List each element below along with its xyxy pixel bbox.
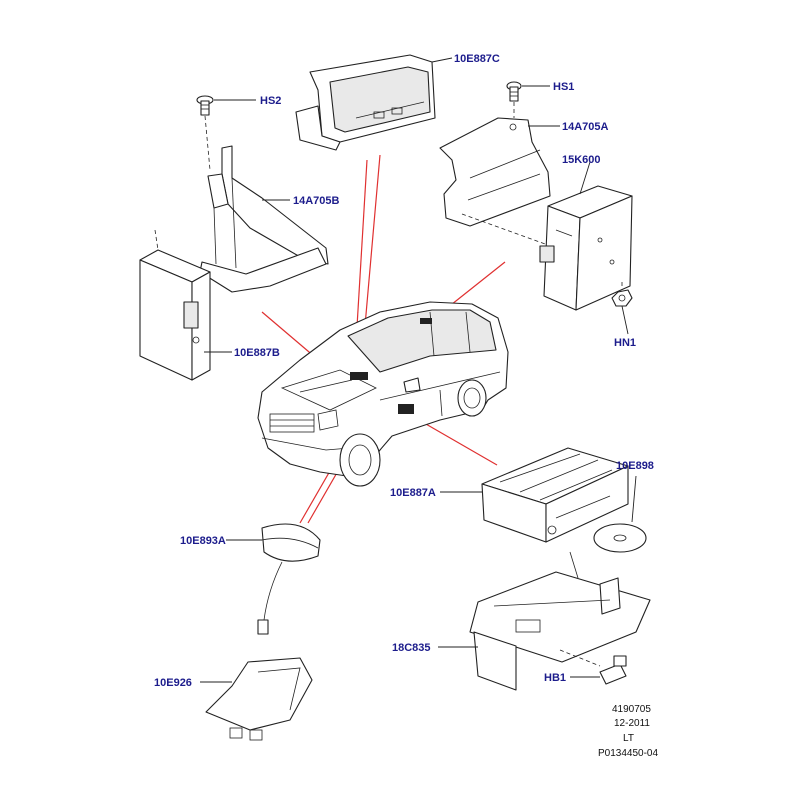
screw-hs2 bbox=[196, 95, 256, 171]
display-unit-10e887c bbox=[295, 54, 453, 151]
callout-10e887a: 10E887A bbox=[390, 487, 436, 499]
callout-hs2: HS2 bbox=[260, 95, 281, 107]
bracket-18c835 bbox=[438, 551, 651, 691]
bolt-hb1 bbox=[570, 655, 627, 685]
callout-18c835: 18C835 bbox=[392, 642, 431, 654]
callout-labels: HS2 10E887C HS1 14A705A 15K600 14A705B 1… bbox=[154, 53, 654, 689]
screw-hs1 bbox=[506, 81, 550, 118]
reference-block: 4190705 12-2011 LT P0134450-04 bbox=[598, 704, 658, 759]
callout-15k600: 15K600 bbox=[562, 154, 601, 166]
callout-hn1: HN1 bbox=[614, 337, 636, 349]
callout-14a705b: 14A705B bbox=[293, 195, 340, 207]
reference-part-number: P0134450-04 bbox=[598, 748, 658, 759]
callout-10e887b: 10E887B bbox=[234, 347, 280, 359]
disc-10e898 bbox=[593, 475, 647, 553]
module-15k600 bbox=[539, 161, 633, 311]
bracket-14a705a bbox=[439, 117, 560, 245]
nut-hn1 bbox=[611, 282, 633, 335]
callout-10e887c: 10E887C bbox=[454, 53, 500, 65]
callout-10e926: 10E926 bbox=[154, 677, 192, 689]
callout-hs1: HS1 bbox=[553, 81, 574, 93]
trim-10e926 bbox=[200, 657, 313, 741]
module-10e887b bbox=[139, 229, 232, 381]
callout-hb1: HB1 bbox=[544, 672, 566, 684]
reference-number: 4190705 bbox=[612, 704, 651, 715]
reference-date: 12-2011 bbox=[614, 718, 650, 729]
vehicle-illustration bbox=[257, 301, 509, 487]
callout-14a705a: 14A705A bbox=[562, 121, 609, 133]
bracket-14a705b bbox=[199, 145, 329, 293]
unit-10e887a bbox=[440, 447, 629, 543]
reference-code: LT bbox=[623, 733, 634, 744]
callout-10e898: 10E898 bbox=[616, 460, 654, 472]
callout-10e893a: 10E893A bbox=[180, 535, 226, 547]
cushion-10e893a bbox=[226, 523, 321, 635]
